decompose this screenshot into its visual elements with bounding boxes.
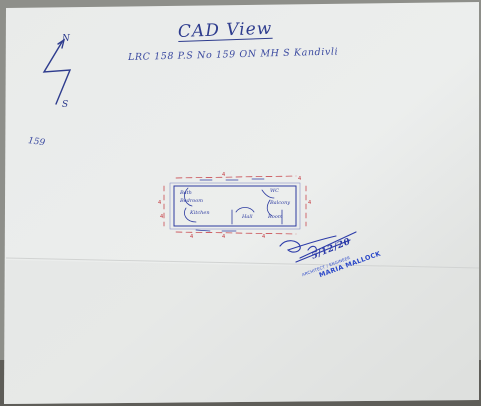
room-label: Bath xyxy=(180,190,192,196)
floor-plan-sketch xyxy=(163,175,307,235)
signature-scribble xyxy=(279,231,357,263)
room-label: Bedroom xyxy=(180,198,203,204)
dimension-mark: 4 xyxy=(222,234,226,240)
south-label: S xyxy=(62,100,69,110)
north-arrow-icon xyxy=(42,38,72,105)
north-label: N xyxy=(62,34,70,44)
dimension-mark: 4 xyxy=(298,176,302,182)
dimension-mark: 4 xyxy=(308,200,312,206)
dimension-mark: 4 xyxy=(262,234,266,240)
dimension-mark: 4 xyxy=(158,200,162,206)
room-label: Hall xyxy=(242,214,253,220)
room-label: Room xyxy=(268,214,283,220)
room-label: Kitchen xyxy=(190,210,210,216)
room-label: WC xyxy=(270,188,279,194)
document-title: CAD View xyxy=(177,18,273,42)
plan-outer-wall xyxy=(173,185,297,227)
dimension-mark: 4 xyxy=(222,172,226,178)
room-label: Balcony xyxy=(270,200,291,206)
dimension-mark: 4 xyxy=(190,234,194,240)
dimension-mark: 4 xyxy=(160,214,164,220)
